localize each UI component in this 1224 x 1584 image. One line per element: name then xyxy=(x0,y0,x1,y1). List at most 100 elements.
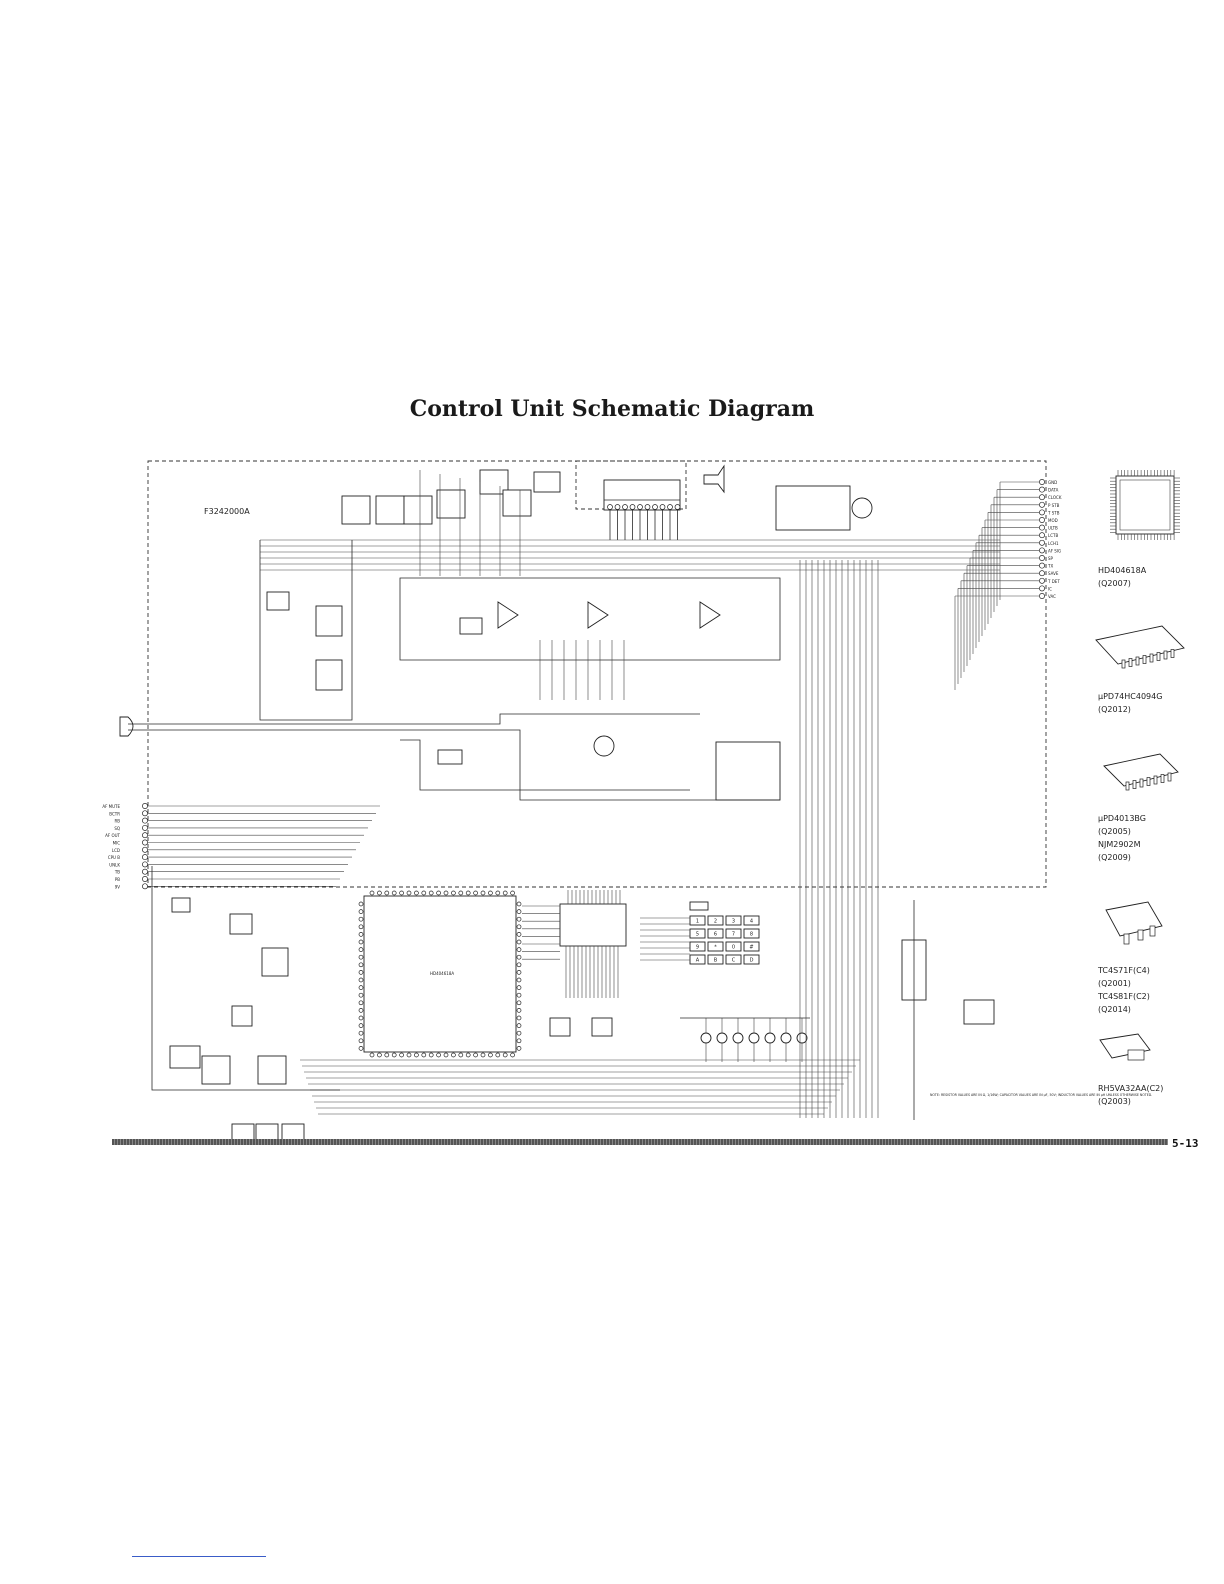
left-connector-pin xyxy=(142,803,148,809)
left-connector-pin xyxy=(142,868,148,875)
right-connector-pin xyxy=(1039,517,1045,523)
keypad-key-label: 6 xyxy=(714,932,717,938)
left-connector-pin xyxy=(142,883,148,890)
led xyxy=(748,1032,760,1044)
left-connector-label: 9V xyxy=(115,884,121,889)
opamp-row xyxy=(266,591,721,691)
keypad-key-label: 5 xyxy=(696,932,699,938)
left-connector-label: AF MUTE xyxy=(102,804,120,809)
keypad-key-label: 9 xyxy=(696,945,699,951)
keypad-key xyxy=(689,915,706,926)
right-connector-label: MOD xyxy=(1048,518,1058,523)
keypad-key-label: C xyxy=(732,958,736,964)
page-number: 5-13 xyxy=(1172,1137,1199,1150)
keypad-key xyxy=(689,928,706,939)
left-connector-pin xyxy=(142,824,148,831)
keypad-key xyxy=(725,954,742,965)
right-connector-pin xyxy=(1039,494,1045,501)
keypad-key-label: B xyxy=(714,958,718,964)
left-connector-pin xyxy=(142,846,148,853)
right-connector-pin xyxy=(1039,524,1045,531)
keypad-key xyxy=(707,915,724,926)
lcd-driver xyxy=(559,903,627,947)
svg-text:HD404618A: HD404618A xyxy=(430,971,454,976)
keypad-key xyxy=(707,928,724,939)
led-row xyxy=(680,1017,810,1062)
right-connector-pin xyxy=(1039,479,1045,485)
keypad-key-label: 2 xyxy=(714,919,717,925)
right-connector-pin xyxy=(1039,562,1045,569)
right-connector-label: VAC xyxy=(1048,594,1056,599)
drawing-number: F3242000A xyxy=(204,507,250,516)
right-connector-pin xyxy=(1039,486,1045,493)
left-connector-label: LCD xyxy=(112,848,120,853)
page-title: Control Unit Schematic Diagram xyxy=(409,396,815,422)
keypad-key xyxy=(743,941,760,952)
right-connector-label: T DET xyxy=(1047,579,1060,584)
right-connector-pin xyxy=(1039,539,1045,546)
keypad-key-label: 8 xyxy=(750,932,753,938)
footer-link-line xyxy=(132,1556,266,1557)
bus-wiring xyxy=(128,470,1000,1120)
package-upd74hc4094g xyxy=(1095,625,1185,669)
right-connector-label: P STB xyxy=(1048,503,1060,508)
left-connector-label: RB xyxy=(114,819,120,824)
right-connector-label: LCH1 xyxy=(1048,541,1059,546)
right-connector-label: GND xyxy=(1048,480,1057,485)
left-connector-label: MIC xyxy=(113,841,121,846)
right-connector-pin xyxy=(1039,555,1045,561)
left-connector-pin xyxy=(142,817,148,824)
right-connector-pin xyxy=(1039,577,1045,584)
right-connector-label: TX xyxy=(1047,564,1053,569)
keypad-key xyxy=(743,954,760,965)
right-connector-label: CLOCK xyxy=(1048,495,1062,500)
right-connector-pin xyxy=(1039,547,1045,554)
label-hd404618a: HD404618A(Q2007) xyxy=(1098,566,1147,588)
keypad-key-label: 0 xyxy=(732,945,735,951)
keypad-key-label: * xyxy=(714,945,717,951)
transistor-q2013 xyxy=(851,497,873,519)
keypad-key xyxy=(725,941,742,952)
shift-register-ic xyxy=(775,485,851,531)
right-connector-label: DATA xyxy=(1048,488,1059,493)
keypad-key xyxy=(689,941,706,952)
right-connector-label: LCTB xyxy=(1048,533,1058,538)
right-connector-label: SP xyxy=(1048,556,1054,561)
right-connector-label: ULTB xyxy=(1048,526,1058,531)
left-connector-pin xyxy=(142,810,148,817)
keypad-key xyxy=(725,928,742,939)
package-upd4013bg xyxy=(1103,753,1179,791)
speaker xyxy=(703,464,725,494)
left-connector-label: BCTR xyxy=(109,811,120,816)
keypad-key xyxy=(707,941,724,952)
main-cpu-q2007: HD404618A xyxy=(358,890,522,1058)
led xyxy=(700,1032,712,1044)
right-connector-label: T STB xyxy=(1047,510,1060,515)
left-connector-label: TB xyxy=(114,870,120,875)
left-connector-pin xyxy=(142,861,148,868)
led xyxy=(780,1032,792,1044)
jack xyxy=(119,716,134,737)
keypad-key-label: D xyxy=(750,958,754,964)
left-connector-label: UNLK xyxy=(109,862,120,867)
right-connector-pin xyxy=(1039,593,1045,599)
led xyxy=(764,1032,776,1044)
label-upd74hc4094g: µPD74HC4094G(Q2012) xyxy=(1098,692,1163,714)
keypad-key-label: 3 xyxy=(732,919,735,925)
note: NOTE: RESISTOR VALUES ARE IN Ω, 1/16W; C… xyxy=(930,1093,1152,1097)
footer-bar xyxy=(112,1139,1168,1145)
keypad-key-label: 1 xyxy=(696,919,699,925)
label-tc4s71f: TC4S71F(C4)(Q2001) TC4S81F(C2)(Q2014) xyxy=(1098,966,1150,1014)
keypad-key-label: 7 xyxy=(732,932,735,938)
keypad-key xyxy=(743,915,760,926)
keypad-key-label: 4 xyxy=(750,919,753,925)
package-rh5va32aa xyxy=(1099,1033,1151,1061)
right-connector-pin xyxy=(1039,532,1045,539)
right-connector-pin xyxy=(1039,585,1045,592)
left-connector-label: PB xyxy=(115,877,120,882)
led xyxy=(732,1032,744,1044)
led xyxy=(716,1032,728,1044)
right-connector-pin xyxy=(1039,570,1045,577)
